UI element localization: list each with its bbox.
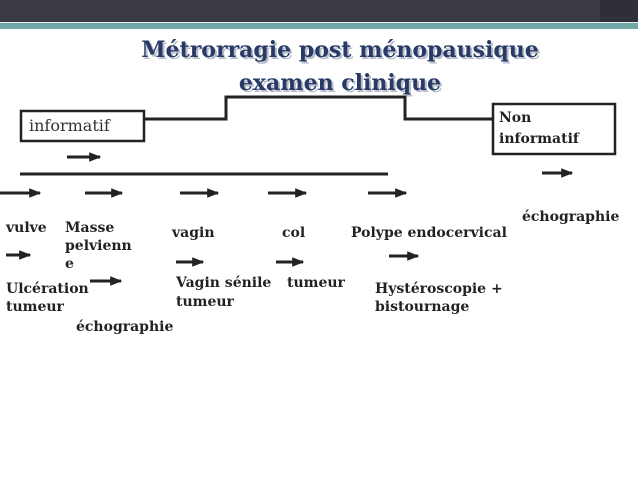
finding-vulve: vulve [6, 220, 47, 236]
action-hysteroscopie-line2: bistournage [375, 299, 470, 315]
action-col-tumeur: tumeur [287, 275, 345, 291]
diagram-title-line2: examen clinique [238, 70, 442, 96]
action-echographie-right: échographie [522, 209, 620, 225]
top-band [0, 0, 638, 22]
informatif-box [19, 109, 146, 143]
branch-connector [144, 95, 493, 121]
accent-divider [0, 22, 638, 23]
finding-masse-line3: e [65, 256, 74, 272]
finding-vagin: vagin [172, 225, 215, 241]
accent-band [0, 22, 638, 29]
non-informatif-label-line1: Non [499, 110, 532, 126]
non-informatif-box [491, 102, 617, 156]
action-vagin-senile-line1: Vagin sénile [176, 275, 272, 291]
action-ulceration-line2: tumeur [6, 299, 64, 315]
top-band-corner [600, 0, 638, 22]
finding-polype: Polype endocervical [351, 225, 507, 241]
action-echographie-masse: échographie [76, 319, 174, 335]
informatif-label: informatif [29, 116, 110, 135]
action-hysteroscopie-line1: Hystéroscopie + [375, 281, 503, 297]
finding-masse-line2: pelvienn [65, 238, 132, 254]
action-vagin-senile-line2: tumeur [176, 294, 234, 310]
action-ulceration-line1: Ulcération [6, 281, 89, 297]
non-informatif-label-line2: informatif [499, 131, 579, 147]
finding-masse-line1: Masse [65, 220, 115, 236]
diagram-title-line1: Métrorragie post ménopausique [141, 37, 539, 63]
finding-col: col [282, 225, 306, 241]
